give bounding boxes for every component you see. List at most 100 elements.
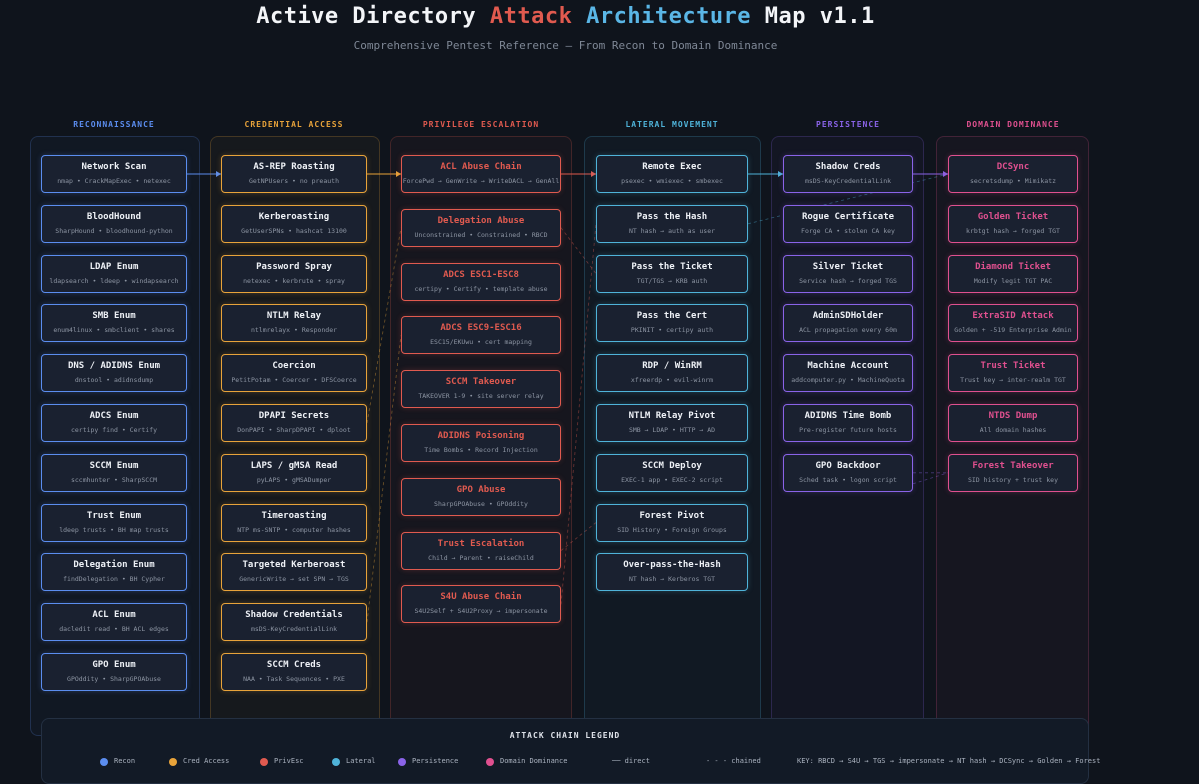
legend-panel: ATTACK CHAIN LEGEND Recon Cred Access Pr… — [41, 718, 1100, 784]
technique-title: Trust Ticket — [980, 361, 1046, 372]
technique-title: Diamond Ticket — [975, 261, 1051, 272]
technique-tools: NT hash → auth as user — [628, 226, 716, 235]
technique-tools: S4U2Self + S4U2Proxy → impersonate — [414, 607, 548, 616]
chained-link — [366, 335, 402, 623]
technique-title: NTDS Dump — [988, 411, 1038, 421]
technique-tools: PKINIT • certipy auth — [630, 326, 714, 335]
column-header-persist: PERSISTENCE — [816, 120, 880, 129]
legend-persist: Persistence — [398, 757, 458, 766]
chained-link — [560, 522, 597, 551]
technique-tools: enum4linux • smbclient • shares — [53, 326, 175, 335]
technique-tools: PetitPotam • Coercer • DFSCoerce — [231, 376, 357, 385]
technique-tools: dnstool • adidnsdump — [74, 376, 154, 385]
technique-title: ExtraSID Attack — [972, 311, 1054, 322]
chained-link — [560, 227, 597, 274]
technique-title: DPAPI Secrets — [258, 411, 330, 421]
technique-card[interactable]: DNS / ADIDNS Enum dnstool • adidnsdump — [41, 354, 187, 393]
arrowhead — [396, 171, 401, 177]
page-subtitle: Comprehensive Pentest Reference — From R… — [353, 39, 778, 52]
technique-tools: ntlmrelayx • Responder — [250, 326, 338, 335]
technique-tools: GPOddity • SharpGPOAbuse — [67, 675, 161, 683]
technique-title: Over-pass-the-Hash — [623, 560, 721, 571]
technique-tools: SharpHound • bloodhound-python — [55, 226, 173, 235]
technique-title: Delegation Abuse — [437, 215, 525, 226]
technique-tools: EXEC-1 app • EXEC-2 script — [621, 475, 723, 484]
arrowhead — [778, 171, 783, 177]
technique-title: ADCS ESC1-ESC8 — [443, 269, 519, 280]
technique-title: Machine Account — [807, 361, 889, 372]
technique-title: DNS / ADIDNS Enum — [67, 361, 161, 372]
chained-link — [912, 472, 949, 485]
technique-title: Targeted Kerberoast — [242, 560, 346, 571]
technique-title: Coercion — [272, 361, 316, 372]
technique-title: ACL Abuse Chain — [440, 162, 522, 172]
column-header-cred: CREDENTIAL ACCESS — [244, 120, 344, 129]
technique-tools: NTP ms-SNTP • computer hashes — [237, 525, 351, 534]
page-title: Active Directory Attack Architecture Map… — [0, 4, 1131, 29]
technique-card[interactable]: Pass the Hash NT hash → auth as user — [596, 204, 748, 243]
technique-title: SCCM Creds — [266, 660, 322, 670]
technique-title: GPO Backdoor — [815, 460, 881, 471]
legend-lateral-label: Lateral — [346, 757, 376, 765]
technique-tools: TAKEOVER 1-9 • site server relay — [418, 392, 544, 401]
technique-tools: pyLAPS • gMSADumper — [256, 475, 332, 484]
technique-title: Pass the Hash — [636, 211, 708, 222]
technique-title: Remote Exec — [642, 162, 702, 172]
technique-tools: krbtgt hash → forged TGT — [966, 226, 1060, 235]
technique-title: LDAP Enum — [89, 261, 139, 272]
technique-title: Rogue Certificate — [801, 211, 895, 222]
